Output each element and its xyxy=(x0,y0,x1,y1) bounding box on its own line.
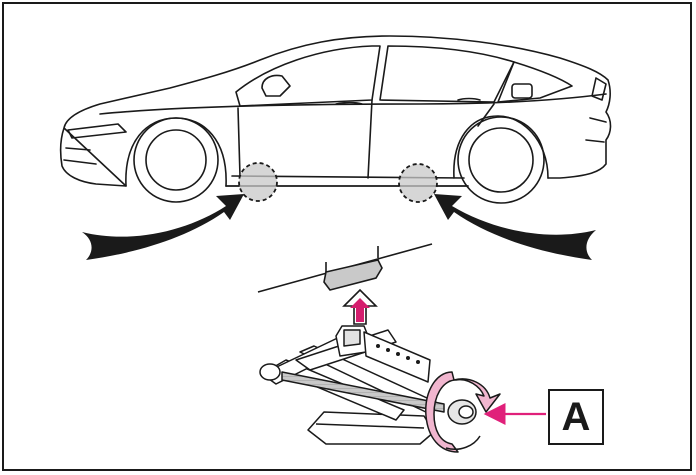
jack-point-rear xyxy=(398,163,438,203)
jack-point-front xyxy=(238,162,278,202)
curved-arrow-left xyxy=(82,194,244,260)
car-side-view xyxy=(59,35,612,204)
lift-direction-arrow xyxy=(342,288,378,325)
callout-box: A xyxy=(548,389,604,445)
rocker-panel-detail xyxy=(257,243,433,293)
scissor-jack xyxy=(259,325,477,445)
callout-label: A xyxy=(561,395,591,439)
curved-arrow-right xyxy=(434,194,596,260)
